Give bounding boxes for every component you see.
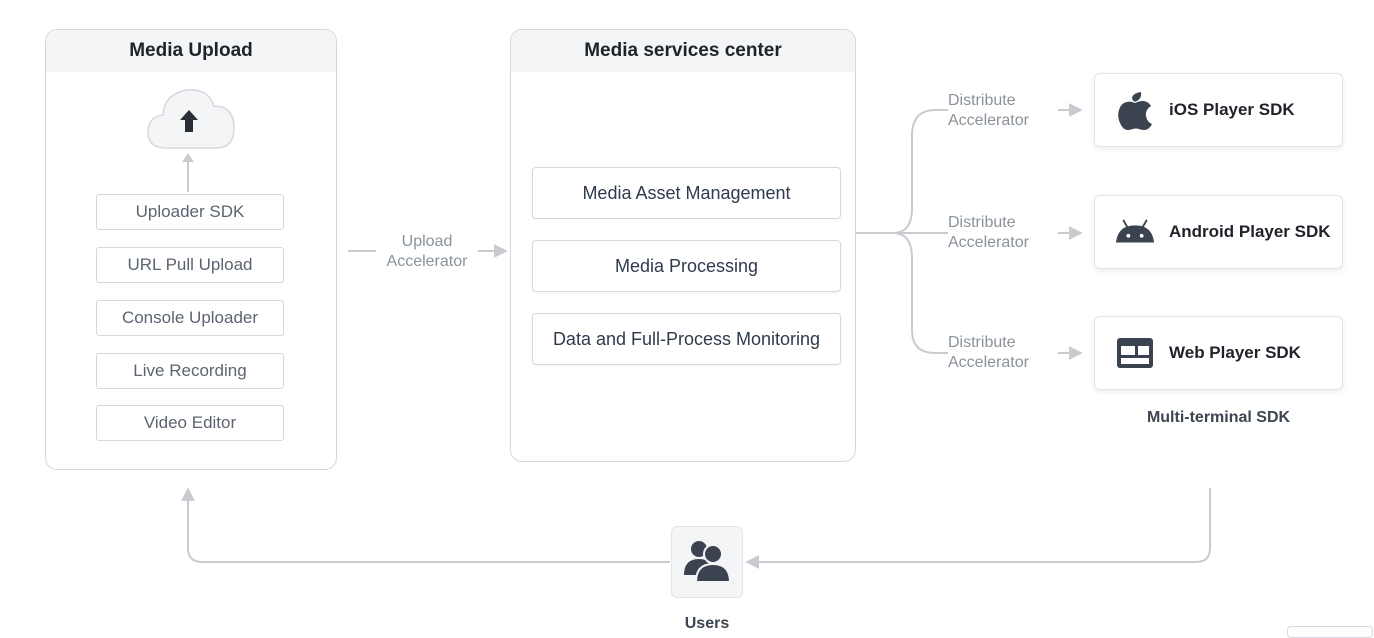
upload-method-console-uploader: Console Uploader [96, 300, 284, 336]
distribute-accelerator-line1: Distribute [948, 92, 1016, 109]
distribute-accelerator-line2: Accelerator [948, 112, 1029, 129]
distribute-accelerator-ios: Distribute Accelerator [948, 91, 1058, 131]
distribute-accelerator-line2: Accelerator [948, 234, 1029, 251]
distribute-accelerator-web: Distribute Accelerator [948, 333, 1058, 373]
corner-widget[interactable] [1287, 626, 1373, 638]
distribute-accelerator-line1: Distribute [948, 214, 1016, 231]
distribute-accelerator-line2: Accelerator [948, 354, 1029, 371]
multi-terminal-caption: Multi-terminal SDK [1146, 409, 1291, 426]
users-label: Users [684, 615, 730, 632]
up-arrow-icon [182, 153, 194, 192]
feedback-users-to-upload [181, 487, 670, 563]
sdk-label-web: Web Player SDK [1169, 343, 1301, 362]
upload-accelerator-label: Upload Accelerator [376, 232, 478, 272]
apple-icon [1115, 90, 1155, 130]
sdk-card-ios: iOS Player SDK [1094, 73, 1343, 147]
upload-method-url-pull: URL Pull Upload [96, 247, 284, 283]
upload-method-video-editor: Video Editor [96, 405, 284, 441]
upload-accelerator-line1: Upload [401, 233, 453, 250]
distribute-accelerator-line1: Distribute [948, 334, 1016, 351]
sdk-card-web: Web Player SDK [1094, 316, 1343, 390]
media-upload-title: Media Upload [46, 30, 336, 72]
android-icon [1115, 212, 1155, 252]
media-services-title: Media services center [511, 30, 855, 72]
users-icon [682, 537, 732, 588]
browser-window-icon [1115, 333, 1155, 373]
service-media-asset-management: Media Asset Management [532, 167, 841, 219]
upload-accelerator-line2: Accelerator [386, 253, 468, 270]
sdk-card-android: Android Player SDK [1094, 195, 1343, 269]
feedback-sdk-to-users [745, 488, 1211, 569]
upload-method-live-recording: Live Recording [96, 353, 284, 389]
upload-method-uploader-sdk: Uploader SDK [96, 194, 284, 230]
cloud-upload-icon [147, 89, 235, 149]
users-box [671, 526, 743, 598]
distribute-accelerator-android: Distribute Accelerator [948, 213, 1058, 253]
sdk-label-ios: iOS Player SDK [1169, 100, 1295, 119]
sdk-label-android: Android Player SDK [1169, 222, 1331, 241]
service-media-processing: Media Processing [532, 240, 841, 292]
service-monitoring: Data and Full-Process Monitoring [532, 313, 841, 365]
